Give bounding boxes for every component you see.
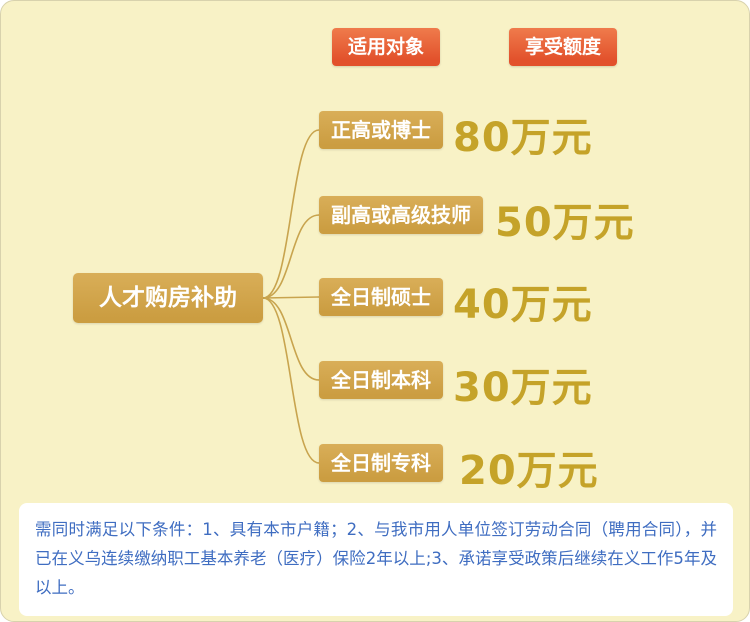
connector-branch-1 [262,129,320,299]
header-badge-target: 适用对象 [332,28,441,66]
branch-node-senior-or-phd: 正高或博士 [319,111,443,149]
branch-node-fulltime-college: 全日制专科 [319,444,443,482]
connector-branch-2 [262,214,320,299]
connector-branch-4 [262,297,320,381]
amount-deputy-senior-technician: 50万元 [495,200,635,246]
amount-fulltime-master: 40万元 [453,282,593,328]
connector-branch-5 [262,297,320,464]
conditions-note: 需同时满足以下条件：1、具有本市户籍；2、与我市用人单位签订劳动合同（聘用合同）… [19,503,733,616]
amount-fulltime-college: 20万元 [459,448,599,494]
root-node-subsidy: 人才购房补助 [73,273,263,323]
amount-fulltime-bachelor: 30万元 [453,365,593,411]
header-badge-amount: 享受额度 [509,28,618,66]
branch-node-deputy-senior-technician: 副高或高级技师 [319,196,483,234]
branch-node-fulltime-bachelor: 全日制本科 [319,361,443,399]
branch-node-fulltime-master: 全日制硕士 [319,278,443,316]
connector-branch-3 [262,296,320,299]
amount-senior-or-phd: 80万元 [453,115,593,161]
